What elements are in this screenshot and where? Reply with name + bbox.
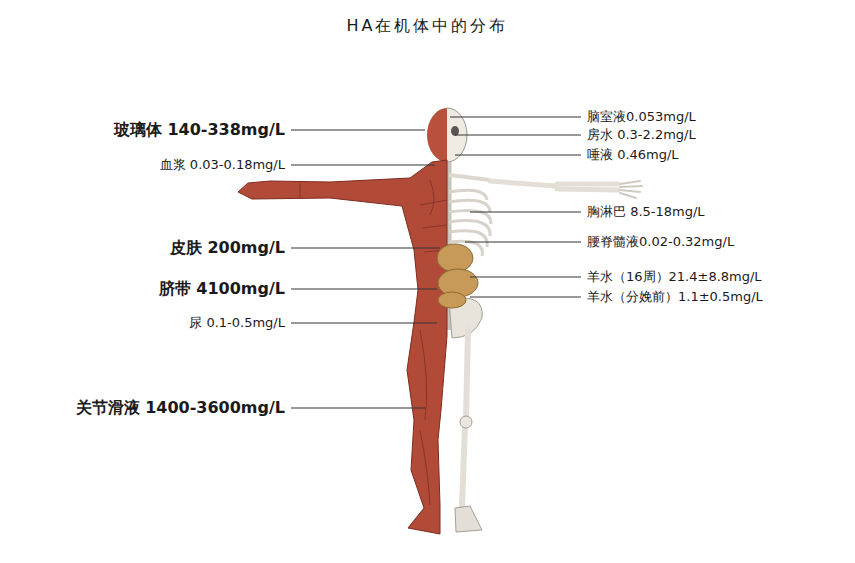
concentration-label: 皮肤 200mg/L — [170, 238, 285, 257]
concentration-label: 脐带 4100mg/L — [159, 279, 285, 298]
concentration-label: 房水 0.3-2.2mg/L — [587, 127, 696, 143]
concentration-label: 胸淋巴 8.5-18mg/L — [587, 204, 705, 220]
concentration-label: 玻璃体 140-338mg/L — [114, 120, 285, 139]
concentration-label: 尿 0.1-0.5mg/L — [189, 315, 285, 331]
concentration-label: 血浆 0.03-0.18mg/L — [160, 157, 285, 173]
concentration-label: 唾液 0.46mg/L — [587, 147, 679, 163]
concentration-label: 关节滑液 1400-3600mg/L — [76, 398, 285, 417]
concentration-label: 腰脊髓液0.02-0.32mg/L — [587, 234, 734, 250]
concentration-label: 羊水（16周）21.4±8.8mg/L — [587, 269, 762, 285]
diagram-title: HA在机体中的分布 — [0, 16, 855, 37]
concentration-label: 羊水（分娩前）1.1±0.5mg/L — [587, 289, 763, 305]
concentration-label: 脑室液0.053mg/L — [587, 109, 696, 125]
